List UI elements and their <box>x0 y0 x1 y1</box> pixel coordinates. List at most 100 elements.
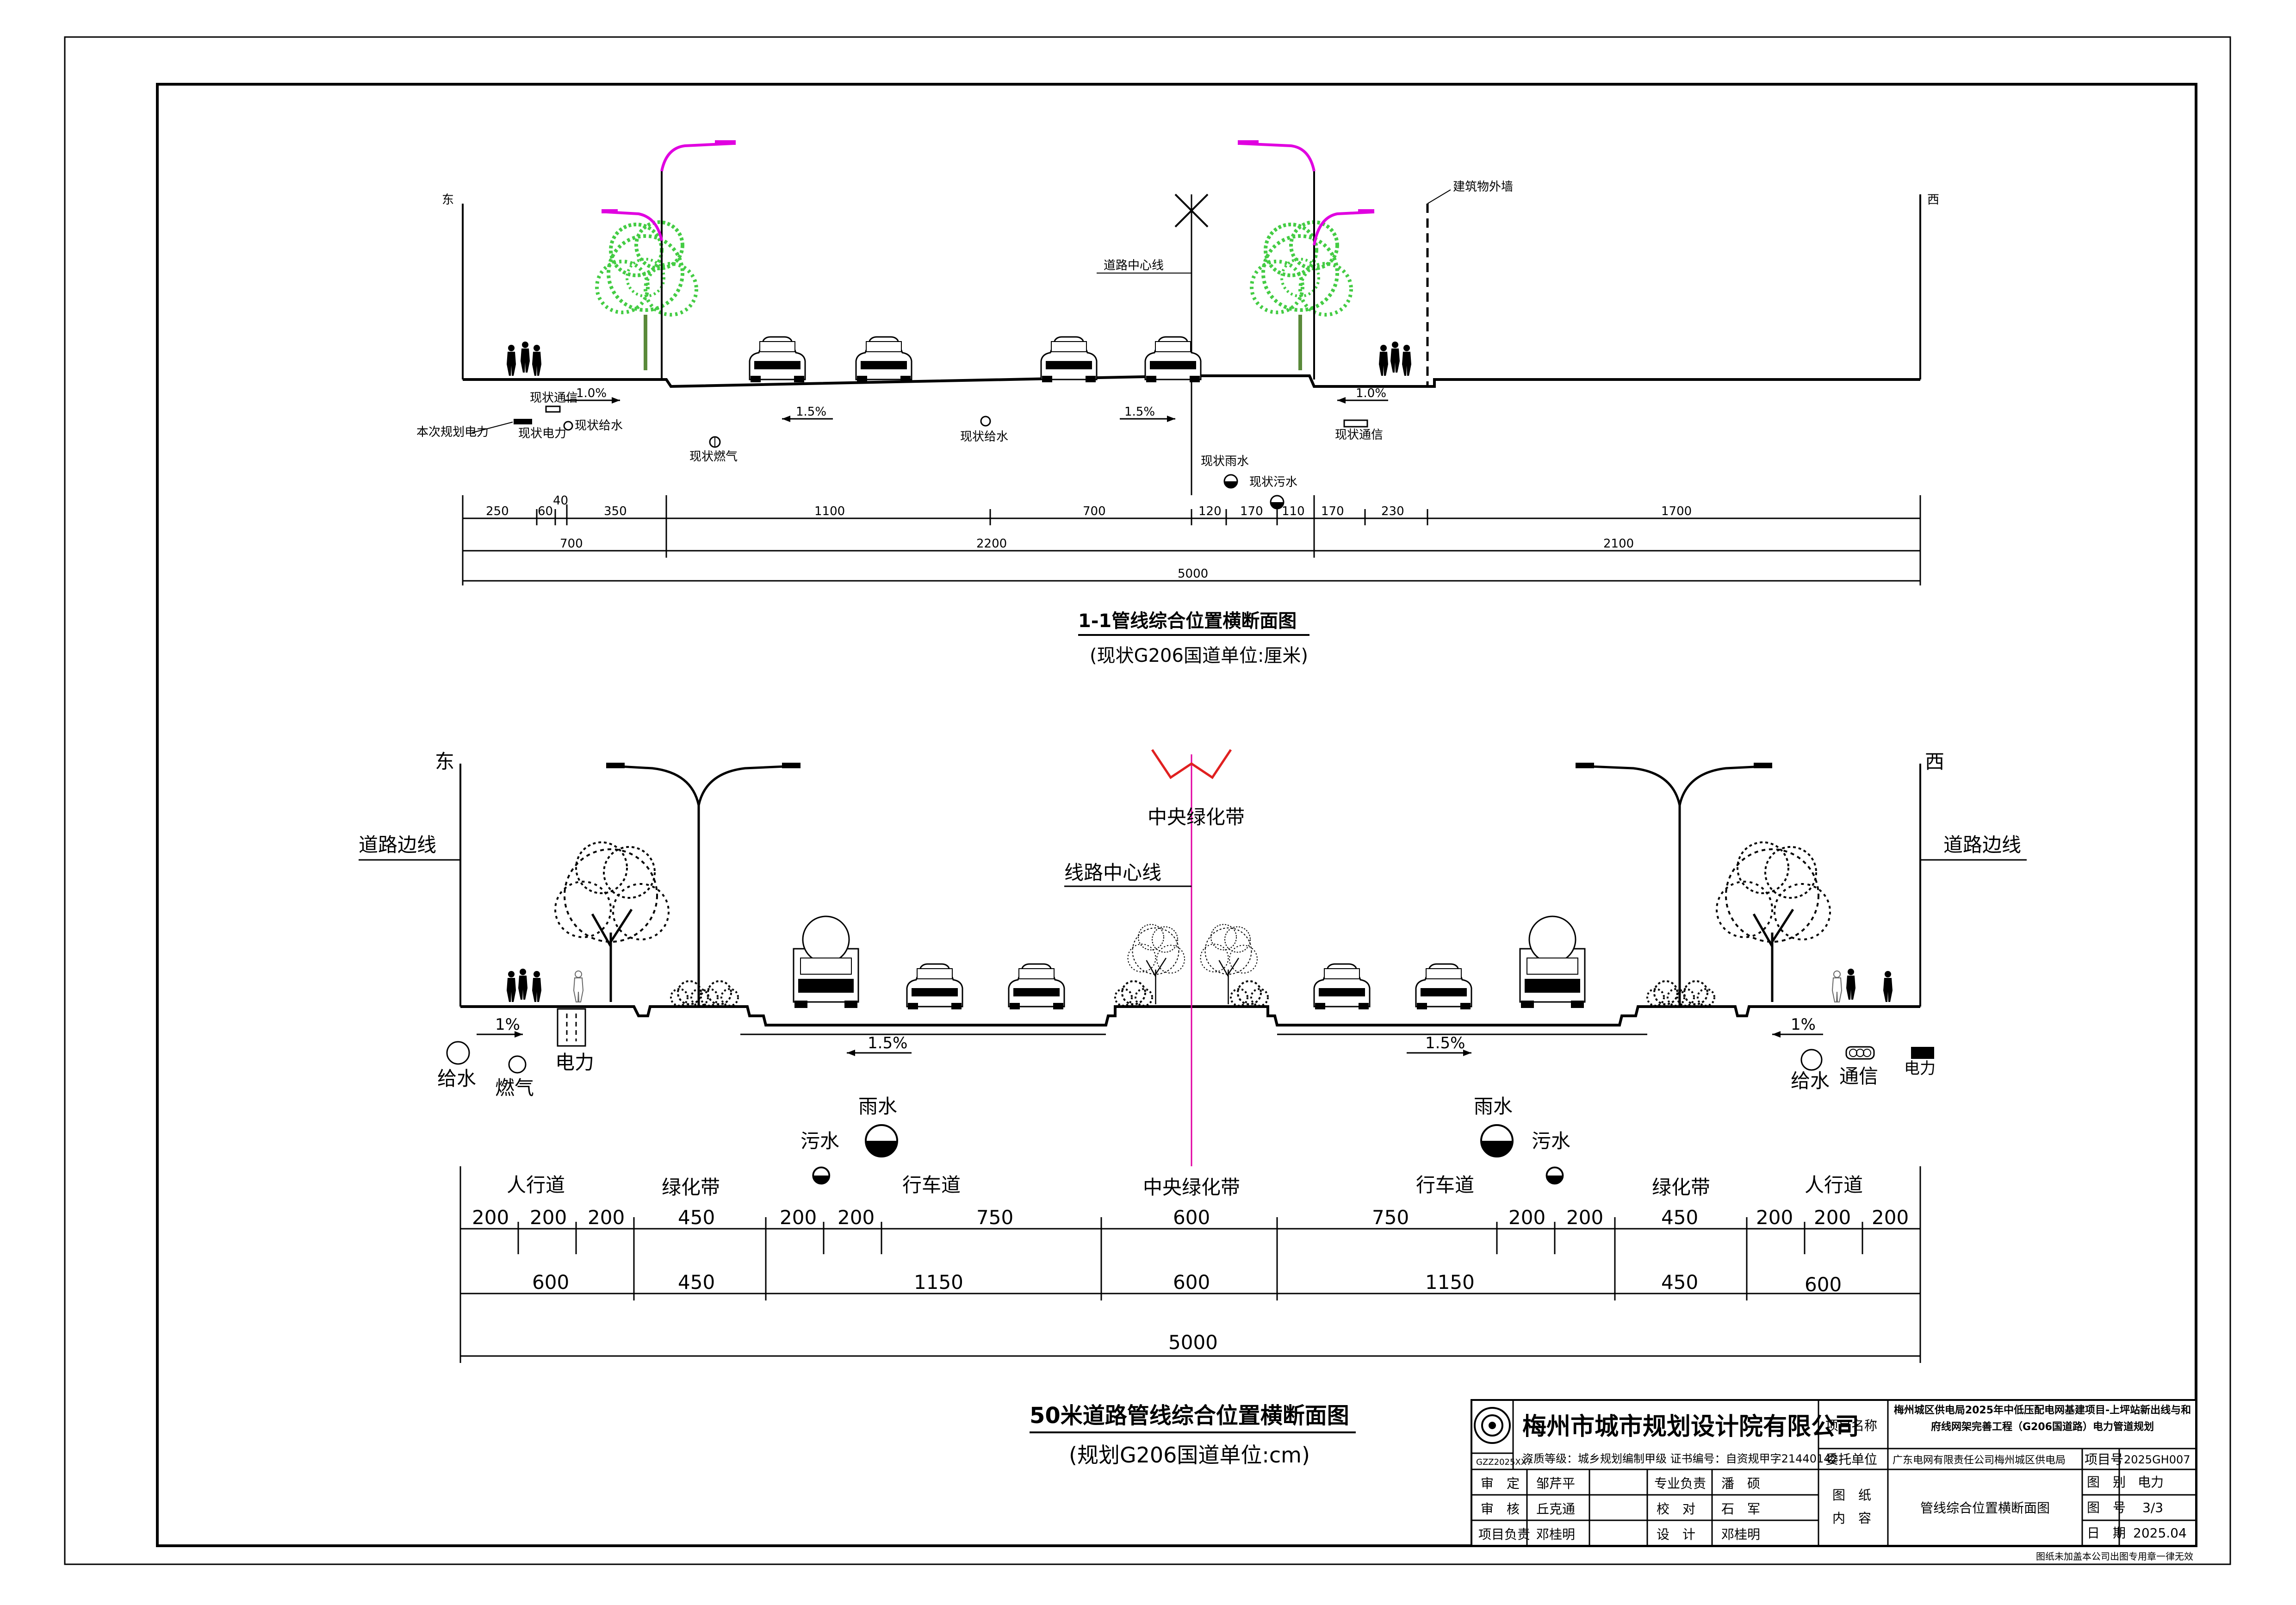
sec1-road-profile <box>463 374 1920 388</box>
client: 广东电网有限责任公司梅州城区供电局 <box>1893 1455 2066 1466</box>
qualification: 资质等级：城乡规划编制甲级 证书编号：自资规甲字21440142 <box>1522 1452 1838 1465</box>
svg-text:专业负责: 专业负责 <box>1654 1476 1706 1491</box>
sec1-slope-mid-left: 1.5% <box>796 405 826 419</box>
sec2-power-duct-bank <box>557 1008 586 1047</box>
svg-text:1150: 1150 <box>914 1271 963 1294</box>
inner-border <box>156 83 2197 1547</box>
svg-text:1100: 1100 <box>814 504 845 518</box>
sec2-comm: 通信 <box>1839 1065 1878 1088</box>
svg-text:200: 200 <box>838 1206 875 1229</box>
sec2-road-edge-left: 道路边线 <box>359 834 436 856</box>
sec1-slope-mid-right: 1.5% <box>1124 405 1155 419</box>
sec2-slope-left: 1% <box>495 1015 520 1034</box>
svg-text:200: 200 <box>530 1206 567 1229</box>
svg-text:110: 110 <box>1282 504 1305 518</box>
svg-text:200: 200 <box>472 1206 509 1229</box>
sec2-dim-total: 5000 <box>1168 1331 1218 1354</box>
sec2-zone-sidewalk-left: 人行道 <box>507 1174 565 1196</box>
svg-text:潘 硕: 潘 硕 <box>1721 1476 1760 1491</box>
sec2-title: 50米道路管线综合位置横断面图 <box>1030 1403 1349 1429</box>
sec2-street-lamp-left <box>606 763 800 1007</box>
sec1-pipes: 现状通信 本次规划电力 现状电力 现状给水 现状燃气 现状给水 现状雨水 现状污… <box>416 391 1383 510</box>
sec2-zone-median: 中央绿化带 <box>1143 1176 1240 1199</box>
svg-text:600: 600 <box>1805 1273 1842 1296</box>
sec1-slope-right: 1.0% <box>1356 386 1386 400</box>
client-label: 委托单位 <box>1825 1452 1877 1467</box>
company-name: 梅州市城市规划设计院有限公司 <box>1522 1413 1859 1441</box>
sec2-zone-lane-right: 行车道 <box>1416 1174 1474 1196</box>
svg-text:丘克通: 丘克通 <box>1536 1501 1575 1517</box>
sec2-rain-right: 雨水 <box>1474 1095 1513 1118</box>
svg-text:170: 170 <box>1321 504 1344 518</box>
svg-text:图 纸: 图 纸 <box>1832 1487 1871 1503</box>
svg-text:450: 450 <box>1661 1206 1698 1229</box>
sec1-pipe-water-mid: 现状给水 <box>960 430 1008 444</box>
sec2-rain-left: 雨水 <box>858 1095 897 1118</box>
sec2-gas: 燃气 <box>495 1076 534 1099</box>
svg-text:日 期: 日 期 <box>2087 1525 2126 1541</box>
svg-text:750: 750 <box>1372 1206 1409 1229</box>
title-block: GZZ2025XX7 梅州市城市规划设计院有限公司 资质等级：城乡规划编制甲级 … <box>1471 1399 2197 1547</box>
svg-text:200: 200 <box>1508 1206 1545 1229</box>
sec1-subtitle: (现状G206国道单位:厘米) <box>1090 645 1308 666</box>
svg-text:200: 200 <box>1756 1206 1793 1229</box>
svg-text:250: 250 <box>486 504 509 518</box>
sec1-pipe-power-plan: 本次规划电力 <box>416 425 489 439</box>
sec1-pipe-comm-left: 现状通信 <box>530 391 578 405</box>
svg-text:审 核: 审 核 <box>1481 1501 1520 1517</box>
sec1-pipe-comm-right: 现状通信 <box>1335 428 1383 442</box>
sec2-sewage-right: 污水 <box>1532 1130 1570 1152</box>
sec2-slope-right: 1% <box>1791 1015 1816 1034</box>
sec2-subtitle: (规划G206国道单位:cm) <box>1069 1443 1310 1468</box>
sec1-road-center-label: 道路中心线 <box>1104 259 1164 273</box>
sec2-zone-green-left: 绿化带 <box>662 1176 720 1199</box>
svg-text:60: 60 <box>538 504 553 518</box>
svg-text:600: 600 <box>532 1271 569 1294</box>
sec2-road-edge-right: 道路边线 <box>1943 834 2021 856</box>
svg-text:170: 170 <box>1240 504 1263 518</box>
svg-text:200: 200 <box>588 1206 625 1229</box>
svg-text:600: 600 <box>1173 1271 1210 1294</box>
svg-text:200: 200 <box>1814 1206 1851 1229</box>
sec1-pipe-sewage: 现状污水 <box>1249 475 1297 489</box>
svg-text:2100: 2100 <box>1603 537 1634 551</box>
sec1-dimensions <box>462 495 1921 585</box>
svg-text:450: 450 <box>678 1271 715 1294</box>
company-logo: GZZ2025XX7 <box>1474 1407 1532 1467</box>
sec1-pipe-gas: 现状燃气 <box>689 450 738 464</box>
svg-text:图 号: 图 号 <box>2087 1500 2126 1515</box>
sec1-slope-left: 1.0% <box>576 386 607 400</box>
cert-code: GZZ2025XX7 <box>1476 1457 1532 1467</box>
svg-text:200: 200 <box>1872 1206 1909 1229</box>
svg-text:2200: 2200 <box>976 537 1007 551</box>
sec2-road-profile <box>460 1005 1920 1026</box>
svg-text:200: 200 <box>1566 1206 1603 1229</box>
sec2-line-center-label: 线路中心线 <box>1064 861 1161 884</box>
sec2-dimensions <box>459 1166 1921 1363</box>
svg-text:项目负责: 项目负责 <box>1478 1527 1530 1542</box>
svg-text:700: 700 <box>1083 504 1106 518</box>
sec2-power-right: 电力 <box>1904 1059 1936 1078</box>
sec1-street-lamp-left <box>602 140 736 379</box>
sec2-power-left: 电力 <box>555 1051 594 1074</box>
sec2-slope-mid-left: 1.5% <box>868 1034 907 1052</box>
svg-text:700: 700 <box>560 537 583 551</box>
project-no: 2025GH007 <box>2124 1453 2191 1466</box>
svg-text:邹芹平: 邹芹平 <box>1536 1476 1575 1491</box>
svg-text:750: 750 <box>976 1206 1013 1229</box>
sec1-pipe-water-left: 现状给水 <box>575 419 623 433</box>
outer-border <box>64 36 2231 1565</box>
svg-text:邓桂明: 邓桂明 <box>1721 1527 1760 1542</box>
svg-text:1150: 1150 <box>1425 1271 1475 1294</box>
svg-text:120: 120 <box>1198 504 1222 518</box>
svg-text:1700: 1700 <box>1661 504 1692 518</box>
svg-text:350: 350 <box>604 504 627 518</box>
sec2-dim-row2: 600 450 1150 600 1150 450 600 <box>532 1271 1842 1296</box>
svg-text:设 计: 设 计 <box>1657 1527 1695 1542</box>
sec1-pipe-power-exist: 现状电力 <box>518 427 566 441</box>
sec2-pipes: 给水 燃气 电力 给水 通信 电力 雨水 污水 雨水 污水 <box>437 1008 1936 1185</box>
svg-text:40: 40 <box>553 494 568 508</box>
sec2-zone-green-right: 绿化带 <box>1652 1176 1710 1199</box>
